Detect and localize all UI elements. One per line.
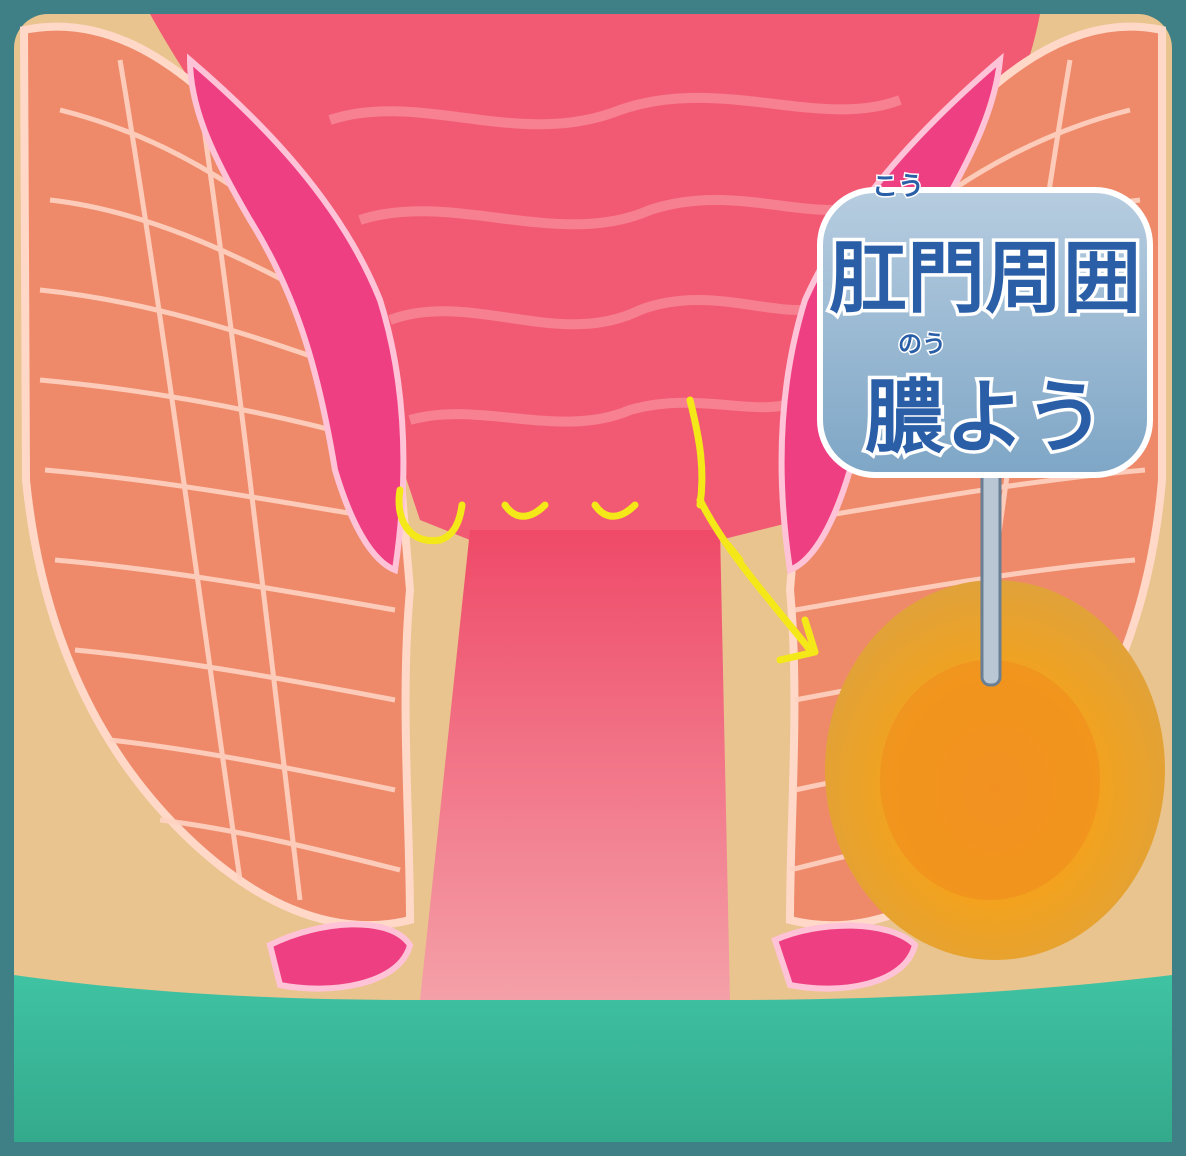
- label-line-1: 肛門周囲: [829, 234, 1141, 324]
- label-pointer: [982, 470, 1000, 685]
- label-ruby-1: こう: [872, 172, 924, 202]
- perineum-skin: [14, 975, 1172, 1142]
- label-line-2: 膿よう: [865, 371, 1105, 464]
- label-ruby-2: のう: [898, 330, 946, 358]
- anal-canal: [420, 530, 730, 1000]
- abscess-core: [880, 660, 1100, 900]
